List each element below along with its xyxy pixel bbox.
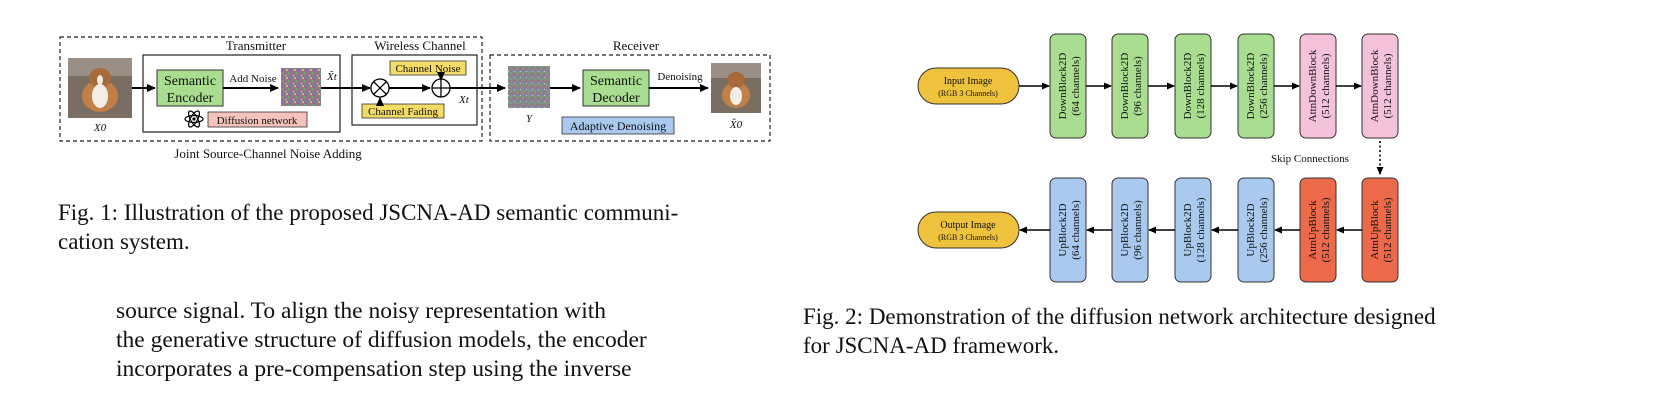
down-block-channels: (64 channels) [1070,56,1082,116]
svg-text:Input Image: Input Image [944,76,993,87]
adaptive-denoising-box [561,116,675,135]
down-block-3: DownBlock2D(128 channels) [1174,33,1212,139]
down-block-channels: (96 channels) [1132,56,1144,116]
up-block-name: AttnUpBlock [1369,200,1381,260]
encoder-block-row: DownBlock2D(64 channels)DownBlock2D(96 c… [1019,33,1399,139]
down-block-name: DownBlock2D [1057,53,1069,120]
multiply-operator [370,78,390,98]
x-tilde-label: X̃t [326,70,338,83]
joint-noise-label: Joint Source-Channel Noise Adding [174,146,362,161]
up-block-name: UpBlock2D [1119,203,1131,256]
joint-noise-box [59,36,483,142]
body-paragraph: source signal. To align the noisy repres… [116,297,770,384]
semantic-encoder-box [156,69,224,107]
add-operator [431,78,451,98]
svg-text:Semantic: Semantic [164,74,216,89]
svg-text:Channel Fading: Channel Fading [368,106,438,118]
up-block-channels: (96 channels) [1132,200,1144,260]
down-block-channels: (512 channels) [1320,53,1332,118]
up-block-6: AttnUpBlock(512 channels) [1361,177,1399,283]
wireless-channel-label: Wireless Channel [374,38,466,53]
down-block-name: AttnDownBlock [1369,49,1381,122]
add-noise-label: Add Noise [229,73,276,85]
down-block-5: AttnDownBlock(512 channels) [1299,33,1337,139]
noisy-latent-image [281,68,321,106]
wireless-channel-box [351,54,478,126]
up-block-channels: (512 channels) [1382,197,1394,262]
body-line: incorporates a pre-compensation step usi… [116,356,632,382]
down-block-channels: (256 channels) [1258,53,1270,118]
down-block-name: DownBlock2D [1119,53,1131,120]
up-block-name: AttnUpBlock [1307,200,1319,260]
figure-1-caption: Fig. 1: Illustration of the proposed JSC… [58,200,679,254]
down-block-name: AttnDownBlock [1307,49,1319,122]
denoising-label: Denoising [657,71,703,83]
svg-text:Output Image: Output Image [940,220,996,231]
channel-noise-box [389,60,467,76]
skip-connections-label: Skip Connections [1271,153,1349,165]
svg-text:Channel Noise: Channel Noise [395,63,460,75]
diffusion-network-box [207,111,308,128]
body-line: source signal. To align the noisy repres… [116,298,607,324]
xt-label: Xt [458,94,470,106]
reconstructed-image [711,63,761,113]
svg-text:(RGB 3 Channels): (RGB 3 Channels) [938,233,998,242]
y-label: Y [526,113,534,125]
down-block-name: DownBlock2D [1182,53,1194,120]
up-block-channels: (512 channels) [1320,197,1332,262]
transmitter-label: Transmitter [226,38,287,53]
down-block-2: DownBlock2D(96 channels) [1111,33,1149,139]
down-block-channels: (128 channels) [1195,53,1207,118]
svg-text:Adaptive Denoising: Adaptive Denoising [570,119,666,133]
up-block-4: UpBlock2D(256 channels) [1237,177,1275,283]
up-block-channels: (256 channels) [1258,197,1270,262]
transmitter-box [142,54,341,133]
up-block-2: UpBlock2D(96 channels) [1111,177,1149,283]
svg-text:(RGB 3 Channels): (RGB 3 Channels) [938,89,998,98]
x0-label: X0 [93,122,107,134]
decoder-block-row: UpBlock2D(64 channels)UpBlock2D(96 chann… [1019,177,1399,283]
body-line: the generative structure of diffusion mo… [116,327,647,353]
figure-2-caption: Fig. 2: Demonstration of the diffusion n… [803,304,1436,358]
receiver-box [489,54,771,142]
up-block-channels: (128 channels) [1195,197,1207,262]
up-block-name: UpBlock2D [1245,203,1257,256]
svg-text:Diffusion network: Diffusion network [217,115,298,127]
channel-fading-box [361,103,445,119]
received-image [508,66,550,108]
down-block-name: DownBlock2D [1245,53,1257,120]
up-block-3: UpBlock2D(128 channels) [1174,177,1212,283]
svg-text:Encoder: Encoder [167,91,214,106]
receiver-label: Receiver [613,38,660,53]
figure-2-diagram: Input Image (RGB 3 Channels) Output Imag… [917,33,1399,283]
down-block-4: DownBlock2D(256 channels) [1237,33,1275,139]
svg-text:Decoder: Decoder [592,91,640,106]
up-block-channels: (64 channels) [1070,200,1082,260]
down-block-channels: (512 channels) [1382,53,1394,118]
down-block-6: AttnDownBlock(512 channels) [1361,33,1399,139]
figure-1-diagram: Transmitter Wireless Channel Receiver X0… [59,36,771,161]
semantic-decoder-box [582,69,650,107]
up-block-name: UpBlock2D [1057,203,1069,256]
up-block-5: AttnUpBlock(512 channels) [1299,177,1337,283]
atom-icon [184,110,204,128]
x0-hat-label: X̂0 [729,118,743,131]
svg-text:Semantic: Semantic [590,74,642,89]
down-block-1: DownBlock2D(64 channels) [1049,33,1087,139]
up-block-1: UpBlock2D(64 channels) [1049,177,1087,283]
up-block-name: UpBlock2D [1182,203,1194,256]
source-image [68,58,132,118]
